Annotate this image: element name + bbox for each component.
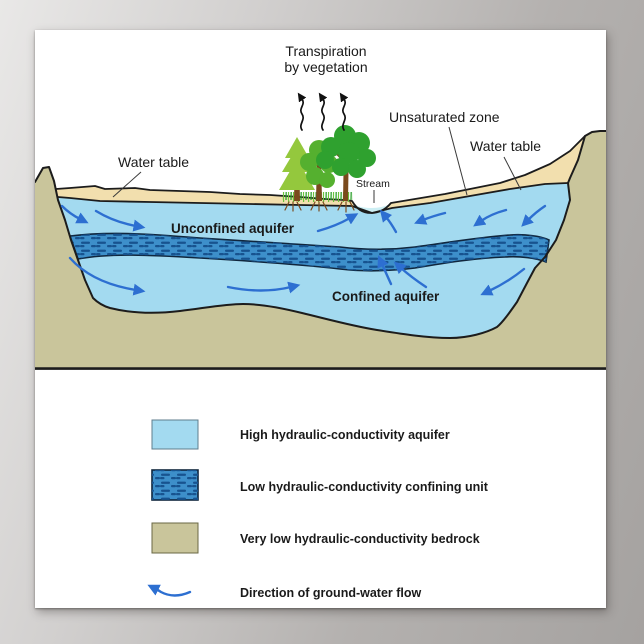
transpiration-label-line2: by vegetation — [284, 59, 367, 75]
bedrock-shape — [35, 131, 606, 368]
legend-label-bedrock: Very low hydraulic-conductivity bedrock — [240, 532, 480, 546]
tree-roots — [284, 201, 355, 213]
confined-aquifer-label: Confined aquifer — [332, 289, 440, 304]
water-table-right-leader — [503, 156, 522, 191]
legend-item-confining-unit: Low hydraulic-conductivity confining uni… — [151, 469, 489, 501]
stream-label: Stream — [356, 178, 390, 190]
legend-item-aquifer: High hydraulic-conductivity aquifer — [151, 419, 450, 450]
unsaturated-zone-shape — [56, 136, 585, 213]
legend-label-confining-unit: Low hydraulic-conductivity confining uni… — [240, 480, 489, 494]
transpiration-arrows — [297, 92, 349, 131]
land-surface-outline — [55, 135, 586, 214]
tree-deciduous-large — [316, 125, 376, 201]
water-table-left-label: Water table — [118, 154, 189, 170]
bedrock-layer — [35, 131, 606, 368]
legend-label-aquifer: High hydraulic-conductivity aquifer — [240, 428, 450, 442]
legend-label-flow-direction: Direction of ground-water flow — [240, 586, 422, 600]
legend-swatch-aquifer — [151, 419, 199, 450]
water-table-right-label: Water table — [470, 138, 541, 154]
aquifer-poster: Transpiration by vegetation Unsaturated … — [35, 30, 606, 608]
groundwater-flow-arrows — [60, 204, 547, 296]
unconfined-aquifer-label: Unconfined aquifer — [171, 221, 295, 236]
leader-lines — [112, 126, 522, 203]
unsaturated-zone-label: Unsaturated zone — [389, 109, 500, 125]
legend-swatch-confining-unit-dashes — [152, 470, 198, 500]
unsaturated-zone-leader — [448, 126, 468, 196]
legend-swatch-bedrock — [151, 522, 199, 554]
confining-unit-layer — [68, 232, 550, 272]
bedrock-outline — [35, 130, 606, 339]
legend: High hydraulic-conductivity aquifer Low … — [147, 419, 489, 600]
legend-flow-arrow-icon — [147, 584, 192, 597]
transpiration-label-line1: Transpiration — [285, 43, 366, 59]
water-table-left-leader — [112, 171, 142, 198]
aquifer-diagram-svg: Transpiration by vegetation Unsaturated … — [35, 43, 606, 600]
vegetation — [279, 125, 376, 213]
legend-item-bedrock: Very low hydraulic-conductivity bedrock — [151, 522, 480, 554]
confining-unit-dashes — [70, 233, 549, 271]
legend-item-flow-direction: Direction of ground-water flow — [147, 584, 422, 600]
